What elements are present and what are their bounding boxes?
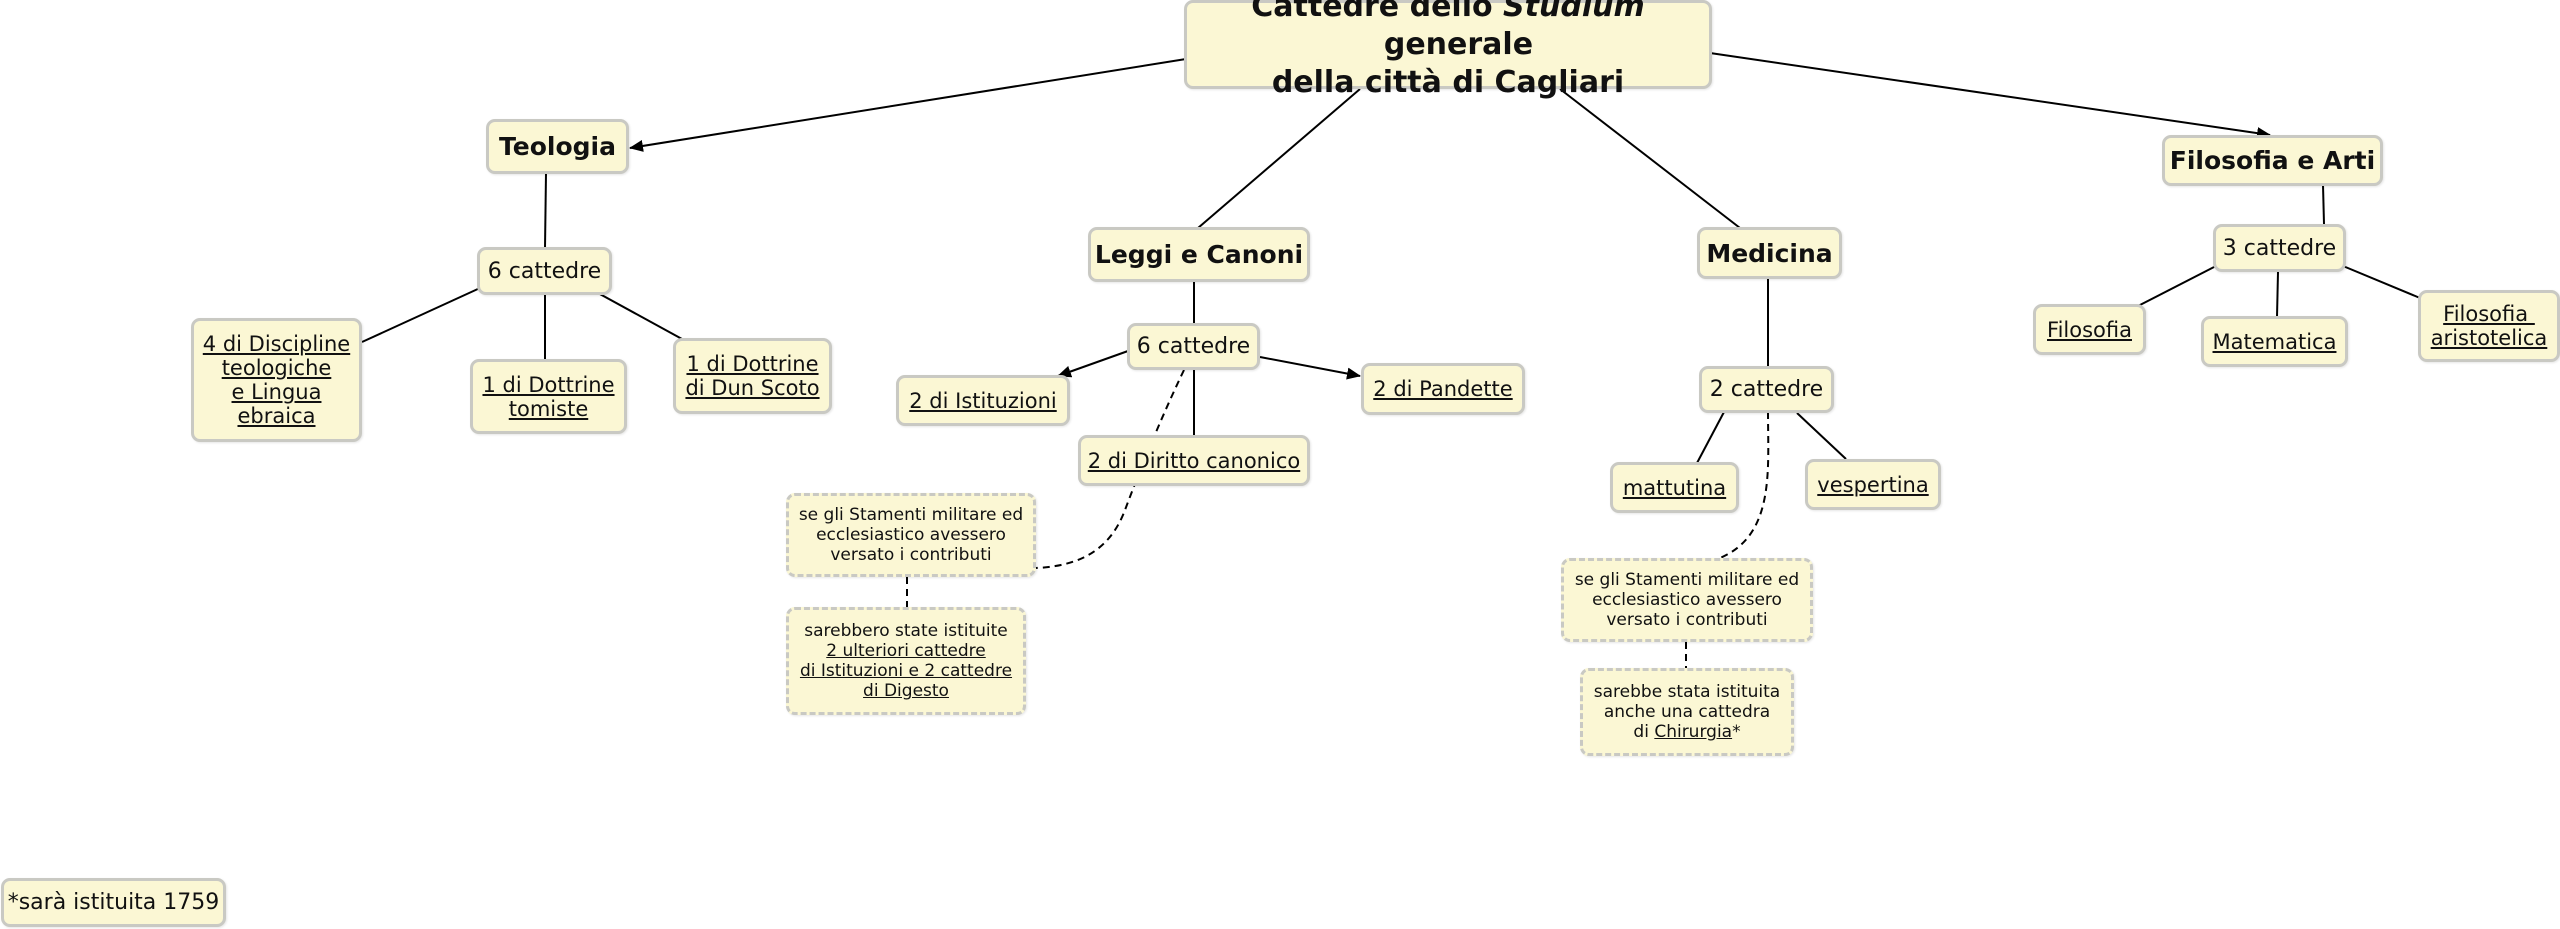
medicina-condition-line1: se gli Stamenti militare ed: [1574, 570, 1800, 590]
medicina-vespertina-node[interactable]: vespertina: [1805, 459, 1941, 510]
teologia-node[interactable]: Teologia: [486, 119, 629, 174]
medicina-condition-line3: versato i contributi: [1606, 610, 1768, 630]
edge-leggi-istituzioni: [1057, 350, 1129, 378]
filosofia-item-matematica-label[interactable]: Matematica: [2212, 329, 2337, 354]
edge-teologia-item3: [597, 292, 683, 340]
edge-title-teologia: [629, 58, 1187, 152]
medicina-consequence-node[interactable]: sarebbe stata istituita anche una catted…: [1580, 668, 1794, 756]
teologia-item-discipline-line4[interactable]: ebraica: [237, 404, 316, 428]
teologia-item-scoto[interactable]: 1 di Dottrine di Dun Scoto: [673, 338, 832, 414]
filosofia-item-aristotelica[interactable]: Filosofia aristotelica: [2418, 290, 2560, 362]
edge-title-leggi: [1197, 88, 1361, 229]
teologia-item-tomiste-line1[interactable]: 1 di Dottrine: [482, 372, 615, 397]
edge-medicina-vespertina: [1796, 412, 1847, 460]
medicina-mattutina-label[interactable]: mattutina: [1622, 475, 1727, 500]
teologia-item-discipline-line1[interactable]: 4 di Discipline: [202, 332, 351, 356]
medicina-count-node[interactable]: 2 cattedre: [1699, 366, 1834, 413]
filosofia-count-node[interactable]: 3 cattedre: [2213, 224, 2346, 272]
teologia-count-label: 6 cattedre: [487, 258, 602, 284]
leggi-condition-line1: se gli Stamenti militare ed: [798, 505, 1024, 525]
footnote-node: *sarà istituita 1759: [1, 878, 226, 927]
medicina-condition-line2: ecclesiastico avessero: [1592, 590, 1782, 610]
title-line1-italic: Studium: [1503, 0, 1645, 24]
leggi-consequence-line2[interactable]: 2 ulteriori cattedre: [826, 641, 986, 661]
filosofia-node[interactable]: Filosofia e Arti: [2162, 135, 2383, 186]
medicina-label: Medicina: [1706, 238, 1833, 268]
title-line1: Cattedre dello Studium generale: [1187, 0, 1709, 64]
leggi-label: Leggi e Canoni: [1094, 240, 1304, 269]
leggi-diritto-node[interactable]: 2 di Diritto canonico: [1078, 435, 1310, 486]
medicina-consequence-line3-post: *: [1732, 722, 1741, 742]
edge-medicina-condition: [1719, 411, 1770, 559]
teologia-item-scoto-line2[interactable]: di Dun Scoto: [685, 376, 820, 400]
medicina-consequence-line3-pre: di: [1633, 722, 1655, 742]
filosofia-item-filosofia[interactable]: Filosofia: [2033, 304, 2146, 355]
edge-title-filosofia: [1709, 52, 2271, 140]
edge-filosofia-item2: [2276, 271, 2279, 318]
leggi-consequence-line1: sarebbero state istituite: [804, 621, 1008, 641]
teologia-count-node[interactable]: 6 cattedre: [477, 247, 612, 295]
filosofia-count-label: 3 cattedre: [2222, 235, 2337, 261]
medicina-vespertina-label[interactable]: vespertina: [1817, 472, 1929, 497]
leggi-node[interactable]: Leggi e Canoni: [1088, 227, 1310, 282]
filosofia-item-matematica[interactable]: Matematica: [2201, 316, 2348, 367]
teologia-item-discipline-line3[interactable]: e Lingua: [231, 380, 322, 404]
leggi-condition-node[interactable]: se gli Stamenti militare ed ecclesiastic…: [786, 493, 1036, 577]
teologia-item-scoto-line1[interactable]: 1 di Dottrine: [686, 352, 819, 376]
footnote-label: *sarà istituita 1759: [7, 890, 220, 915]
leggi-consequence-line4[interactable]: di Digesto: [863, 681, 949, 701]
teologia-item-discipline[interactable]: 4 di Discipline teologiche e Lingua ebra…: [191, 318, 362, 442]
teologia-label: Teologia: [499, 132, 616, 161]
leggi-consequence-line3[interactable]: di Istituzioni e 2 cattedre: [799, 661, 1013, 681]
leggi-consequence-node[interactable]: sarebbero state istituite 2 ulteriori ca…: [786, 607, 1026, 715]
edge-teologia-item1: [361, 287, 481, 343]
leggi-istituzioni-node[interactable]: 2 di Istituzioni: [896, 375, 1070, 426]
chirurgia-link[interactable]: Chirurgia: [1654, 722, 1733, 742]
teologia-item-tomiste[interactable]: 1 di Dottrine tomiste: [470, 359, 627, 434]
medicina-mattutina-node[interactable]: mattutina: [1610, 462, 1739, 513]
edge-filosofia-item1: [2137, 265, 2217, 307]
edge-filosofia-item3: [2342, 265, 2421, 299]
leggi-istituzioni-label[interactable]: 2 di Istituzioni: [909, 388, 1057, 413]
filosofia-item-aristotelica-line1[interactable]: Filosofia: [2443, 302, 2535, 326]
medicina-count-label: 2 cattedre: [1709, 377, 1824, 402]
teologia-item-discipline-line2[interactable]: teologiche: [221, 356, 332, 380]
leggi-condition-line2: ecclesiastico avessero: [816, 525, 1006, 545]
leggi-diritto-label[interactable]: 2 di Diritto canonico: [1087, 448, 1301, 473]
leggi-pandette-node[interactable]: 2 di Pandette: [1361, 363, 1525, 415]
title-line1-pre: Cattedre dello: [1251, 0, 1504, 24]
title-line1-post: generale: [1362, 26, 1534, 62]
edge-medicina-mattutina: [1696, 411, 1725, 464]
filosofia-item-filosofia-label[interactable]: Filosofia: [2047, 317, 2132, 342]
medicina-node[interactable]: Medicina: [1697, 227, 1842, 279]
leggi-count-label: 6 cattedre: [1136, 334, 1251, 359]
filosofia-label: Filosofia e Arti: [2169, 146, 2376, 175]
teologia-item-tomiste-line2[interactable]: tomiste: [508, 396, 589, 421]
medicina-condition-node[interactable]: se gli Stamenti militare ed ecclesiastic…: [1561, 558, 1813, 642]
leggi-condition-line3: versato i contributi: [830, 545, 992, 565]
edge-filosofia-count: [2322, 184, 2325, 225]
medicina-consequence-line1: sarebbe stata istituita: [1593, 682, 1781, 702]
edge-leggi-pandette: [1259, 356, 1361, 380]
filosofia-item-aristotelica-line2[interactable]: aristotelica: [2430, 326, 2548, 350]
title-node[interactable]: Cattedre dello Studium generale della ci…: [1184, 0, 1712, 100]
title-line2: della città di Cagliari: [1271, 64, 1625, 100]
leggi-pandette-label[interactable]: 2 di Pandette: [1373, 377, 1513, 401]
edge-title-medicina: [1559, 88, 1741, 229]
edge-teologia-count: [544, 172, 547, 249]
medicina-consequence-line3: di Chirurgia*: [1633, 722, 1740, 742]
medicina-consequence-line2: anche una cattedra: [1603, 702, 1771, 722]
leggi-count-node[interactable]: 6 cattedre: [1127, 323, 1260, 370]
